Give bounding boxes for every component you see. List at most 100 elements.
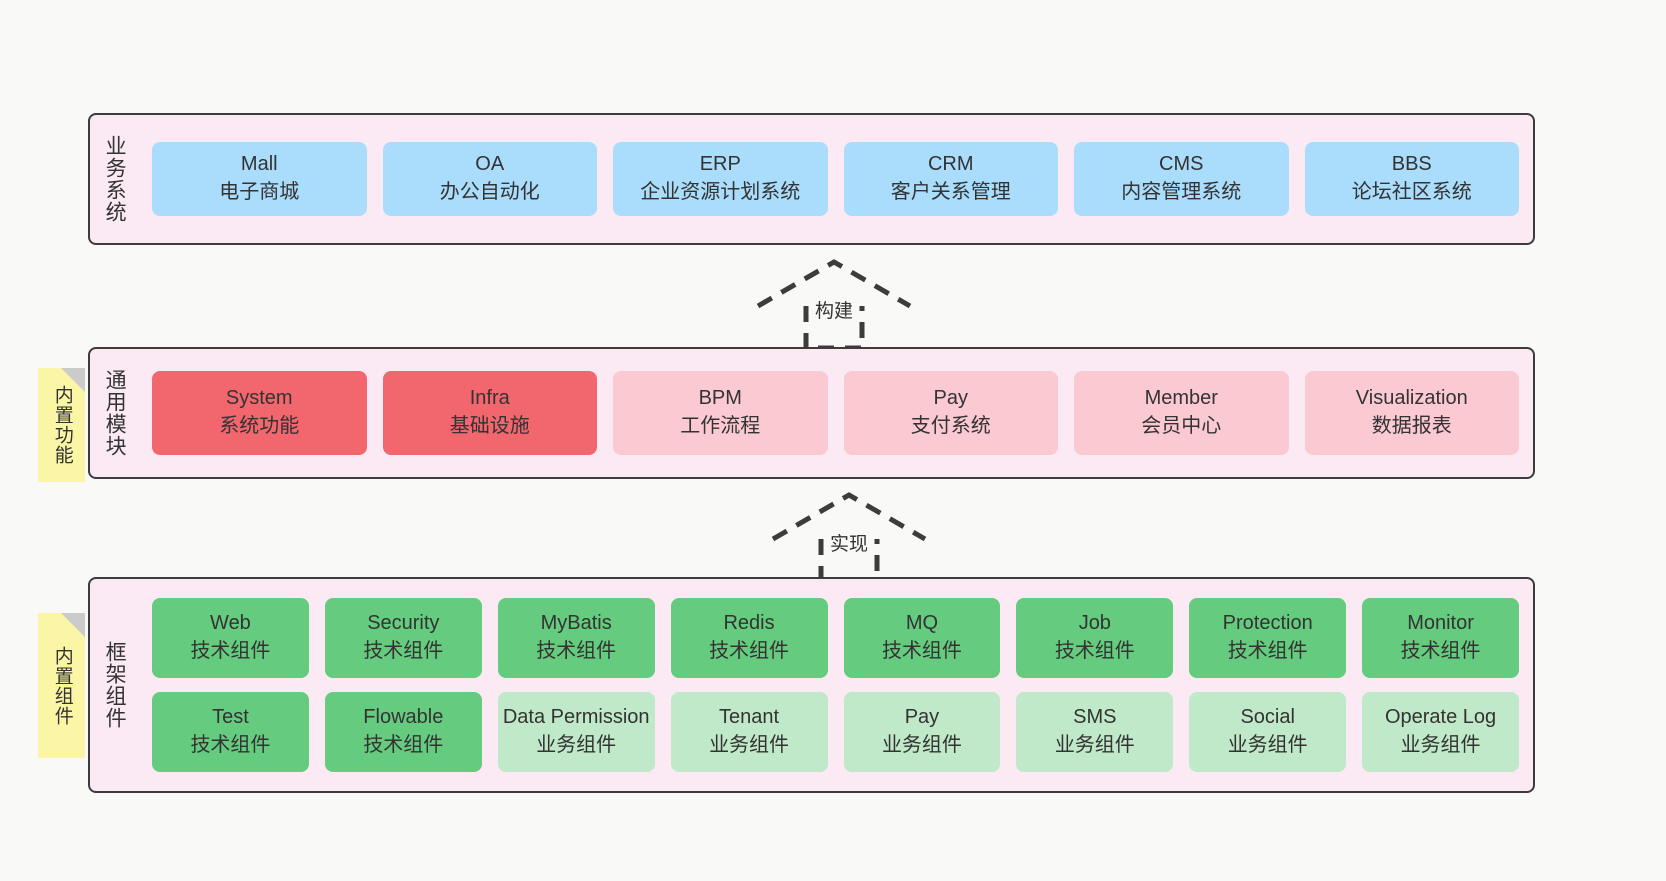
card-title: Mall — [240, 153, 278, 176]
card-title: Social — [1240, 706, 1295, 729]
card-flowable[interactable]: Flowable 技术组件 — [324, 692, 482, 772]
card-subtitle: 技术组件 — [190, 734, 271, 756]
layer-framework-components: 框架组件 Web 技术组件 Security 技术组件 MyBatis 技术组件… — [88, 577, 1535, 793]
card-subtitle: 办公自动化 — [439, 181, 540, 203]
card-title: Monitor — [1407, 612, 1474, 635]
card-data-permission[interactable]: Data Permission 业务组件 — [497, 692, 655, 772]
card-title: ERP — [699, 153, 741, 176]
card-redis[interactable]: Redis 技术组件 — [670, 598, 828, 678]
layer-title-framework-components: 框架组件 — [103, 641, 127, 729]
card-cms[interactable]: CMS 内容管理系统 — [1074, 142, 1289, 216]
card-row: Mall 电子商城 OA 办公自动化 ERP 企业资源计划系统 CRM 客户关系… — [152, 142, 1519, 216]
card-oa[interactable]: OA 办公自动化 — [382, 142, 597, 216]
card-mybatis[interactable]: MyBatis 技术组件 — [497, 598, 655, 678]
card-visualization[interactable]: Visualization 数据报表 — [1304, 371, 1519, 455]
card-title: SMS — [1073, 706, 1117, 729]
card-title: Visualization — [1355, 387, 1468, 410]
card-subtitle: 支付系统 — [910, 415, 991, 437]
card-title: BBS — [1391, 153, 1432, 176]
card-erp[interactable]: ERP 企业资源计划系统 — [613, 142, 828, 216]
card-subtitle: 系统功能 — [219, 415, 300, 437]
card-tenant[interactable]: Tenant 业务组件 — [670, 692, 828, 772]
card-title: Test — [212, 706, 249, 729]
card-social[interactable]: Social 业务组件 — [1189, 692, 1347, 772]
card-mq[interactable]: MQ 技术组件 — [843, 598, 1001, 678]
card-subtitle: 技术组件 — [363, 640, 444, 662]
card-subtitle: 技术组件 — [1227, 640, 1308, 662]
card-subtitle: 客户关系管理 — [890, 181, 1011, 203]
card-system[interactable]: System 系统功能 — [152, 371, 367, 455]
card-subtitle: 技术组件 — [709, 640, 790, 662]
card-title: Security — [367, 612, 440, 635]
card-mall[interactable]: Mall 电子商城 — [152, 142, 367, 216]
card-subtitle: 业务组件 — [536, 734, 617, 756]
card-subtitle: 技术组件 — [363, 734, 444, 756]
card-member[interactable]: Member 会员中心 — [1074, 371, 1289, 455]
card-title: Flowable — [363, 706, 444, 729]
card-monitor[interactable]: Monitor 技术组件 — [1362, 598, 1519, 678]
card-subtitle: 业务组件 — [1054, 734, 1135, 756]
card-title: System — [225, 387, 293, 410]
connector-implement: 实现 — [769, 491, 929, 584]
card-title: MyBatis — [540, 612, 612, 635]
card-crm[interactable]: CRM 客户关系管理 — [843, 142, 1058, 216]
card-subtitle: 工作流程 — [680, 415, 761, 437]
card-test[interactable]: Test 技术组件 — [152, 692, 309, 772]
card-title: CMS — [1159, 153, 1204, 176]
layer-common-modules: 通用模块 System 系统功能 Infra 基础设施 BPM 工作流程 Pay… — [88, 347, 1535, 479]
card-subtitle: 企业资源计划系统 — [640, 181, 801, 203]
card-subtitle: 业务组件 — [1227, 734, 1308, 756]
card-title: Redis — [723, 612, 775, 635]
layer-body-common-modules: System 系统功能 Infra 基础设施 BPM 工作流程 Pay 支付系统… — [138, 349, 1533, 477]
sticky-note-builtin-feature: 内置功能 — [38, 368, 85, 482]
card-security[interactable]: Security 技术组件 — [324, 598, 482, 678]
card-subtitle: 会员中心 — [1141, 415, 1222, 437]
card-subtitle: 业务组件 — [881, 734, 962, 756]
card-subtitle: 技术组件 — [190, 640, 271, 662]
card-pay[interactable]: Pay 支付系统 — [843, 371, 1058, 455]
card-infra[interactable]: Infra 基础设施 — [382, 371, 597, 455]
card-title: OA — [475, 153, 505, 176]
card-title: Operate Log — [1384, 706, 1497, 729]
card-operate-log[interactable]: Operate Log 业务组件 — [1362, 692, 1519, 772]
card-title: Tenant — [719, 706, 780, 729]
card-sms[interactable]: SMS 业务组件 — [1016, 692, 1174, 772]
layer-body-business-systems: Mall 电子商城 OA 办公自动化 ERP 企业资源计划系统 CRM 客户关系… — [138, 115, 1533, 243]
card-subtitle: 电子商城 — [219, 181, 300, 203]
sticky-note-label: 内置组件 — [51, 645, 73, 726]
card-row: Test 技术组件 Flowable 技术组件 Data Permission … — [152, 692, 1519, 772]
card-subtitle: 基础设施 — [449, 415, 530, 437]
card-pay-business[interactable]: Pay 业务组件 — [843, 692, 1001, 772]
card-title: Infra — [469, 387, 510, 410]
card-row: Web 技术组件 Security 技术组件 MyBatis 技术组件 Redi… — [152, 598, 1519, 678]
card-title: Data Permission — [502, 706, 650, 729]
card-subtitle: 技术组件 — [1054, 640, 1135, 662]
card-title: BPM — [698, 387, 742, 410]
layer-title-business-systems: 业务系统 — [103, 135, 127, 223]
card-subtitle: 业务组件 — [709, 734, 790, 756]
card-job[interactable]: Job 技术组件 — [1016, 598, 1174, 678]
card-title: Protection — [1222, 612, 1313, 635]
card-subtitle: 技术组件 — [881, 640, 962, 662]
card-title: Pay — [933, 387, 968, 410]
connector-build: 构建 — [754, 258, 914, 351]
card-subtitle: 数据报表 — [1371, 415, 1452, 437]
layer-body-framework-components: Web 技术组件 Security 技术组件 MyBatis 技术组件 Redi… — [138, 579, 1533, 791]
card-subtitle: 技术组件 — [1400, 640, 1481, 662]
sticky-note-label: 内置功能 — [51, 385, 73, 465]
card-bbs[interactable]: BBS 论坛社区系统 — [1304, 142, 1519, 216]
card-title: Job — [1078, 612, 1111, 635]
card-title: CRM — [927, 153, 974, 176]
connector-label: 实现 — [826, 529, 872, 556]
card-bpm[interactable]: BPM 工作流程 — [613, 371, 828, 455]
card-subtitle: 业务组件 — [1400, 734, 1481, 756]
sticky-note-builtin-component: 内置组件 — [38, 613, 85, 758]
card-protection[interactable]: Protection 技术组件 — [1189, 598, 1347, 678]
card-web[interactable]: Web 技术组件 — [152, 598, 309, 678]
card-row: System 系统功能 Infra 基础设施 BPM 工作流程 Pay 支付系统… — [152, 371, 1519, 455]
card-title: Web — [210, 612, 251, 635]
card-subtitle: 内容管理系统 — [1121, 181, 1242, 203]
layer-business-systems: 业务系统 Mall 电子商城 OA 办公自动化 ERP 企业资源计划系统 CRM… — [88, 113, 1535, 245]
card-title: Pay — [904, 706, 940, 729]
card-subtitle: 论坛社区系统 — [1351, 181, 1472, 203]
